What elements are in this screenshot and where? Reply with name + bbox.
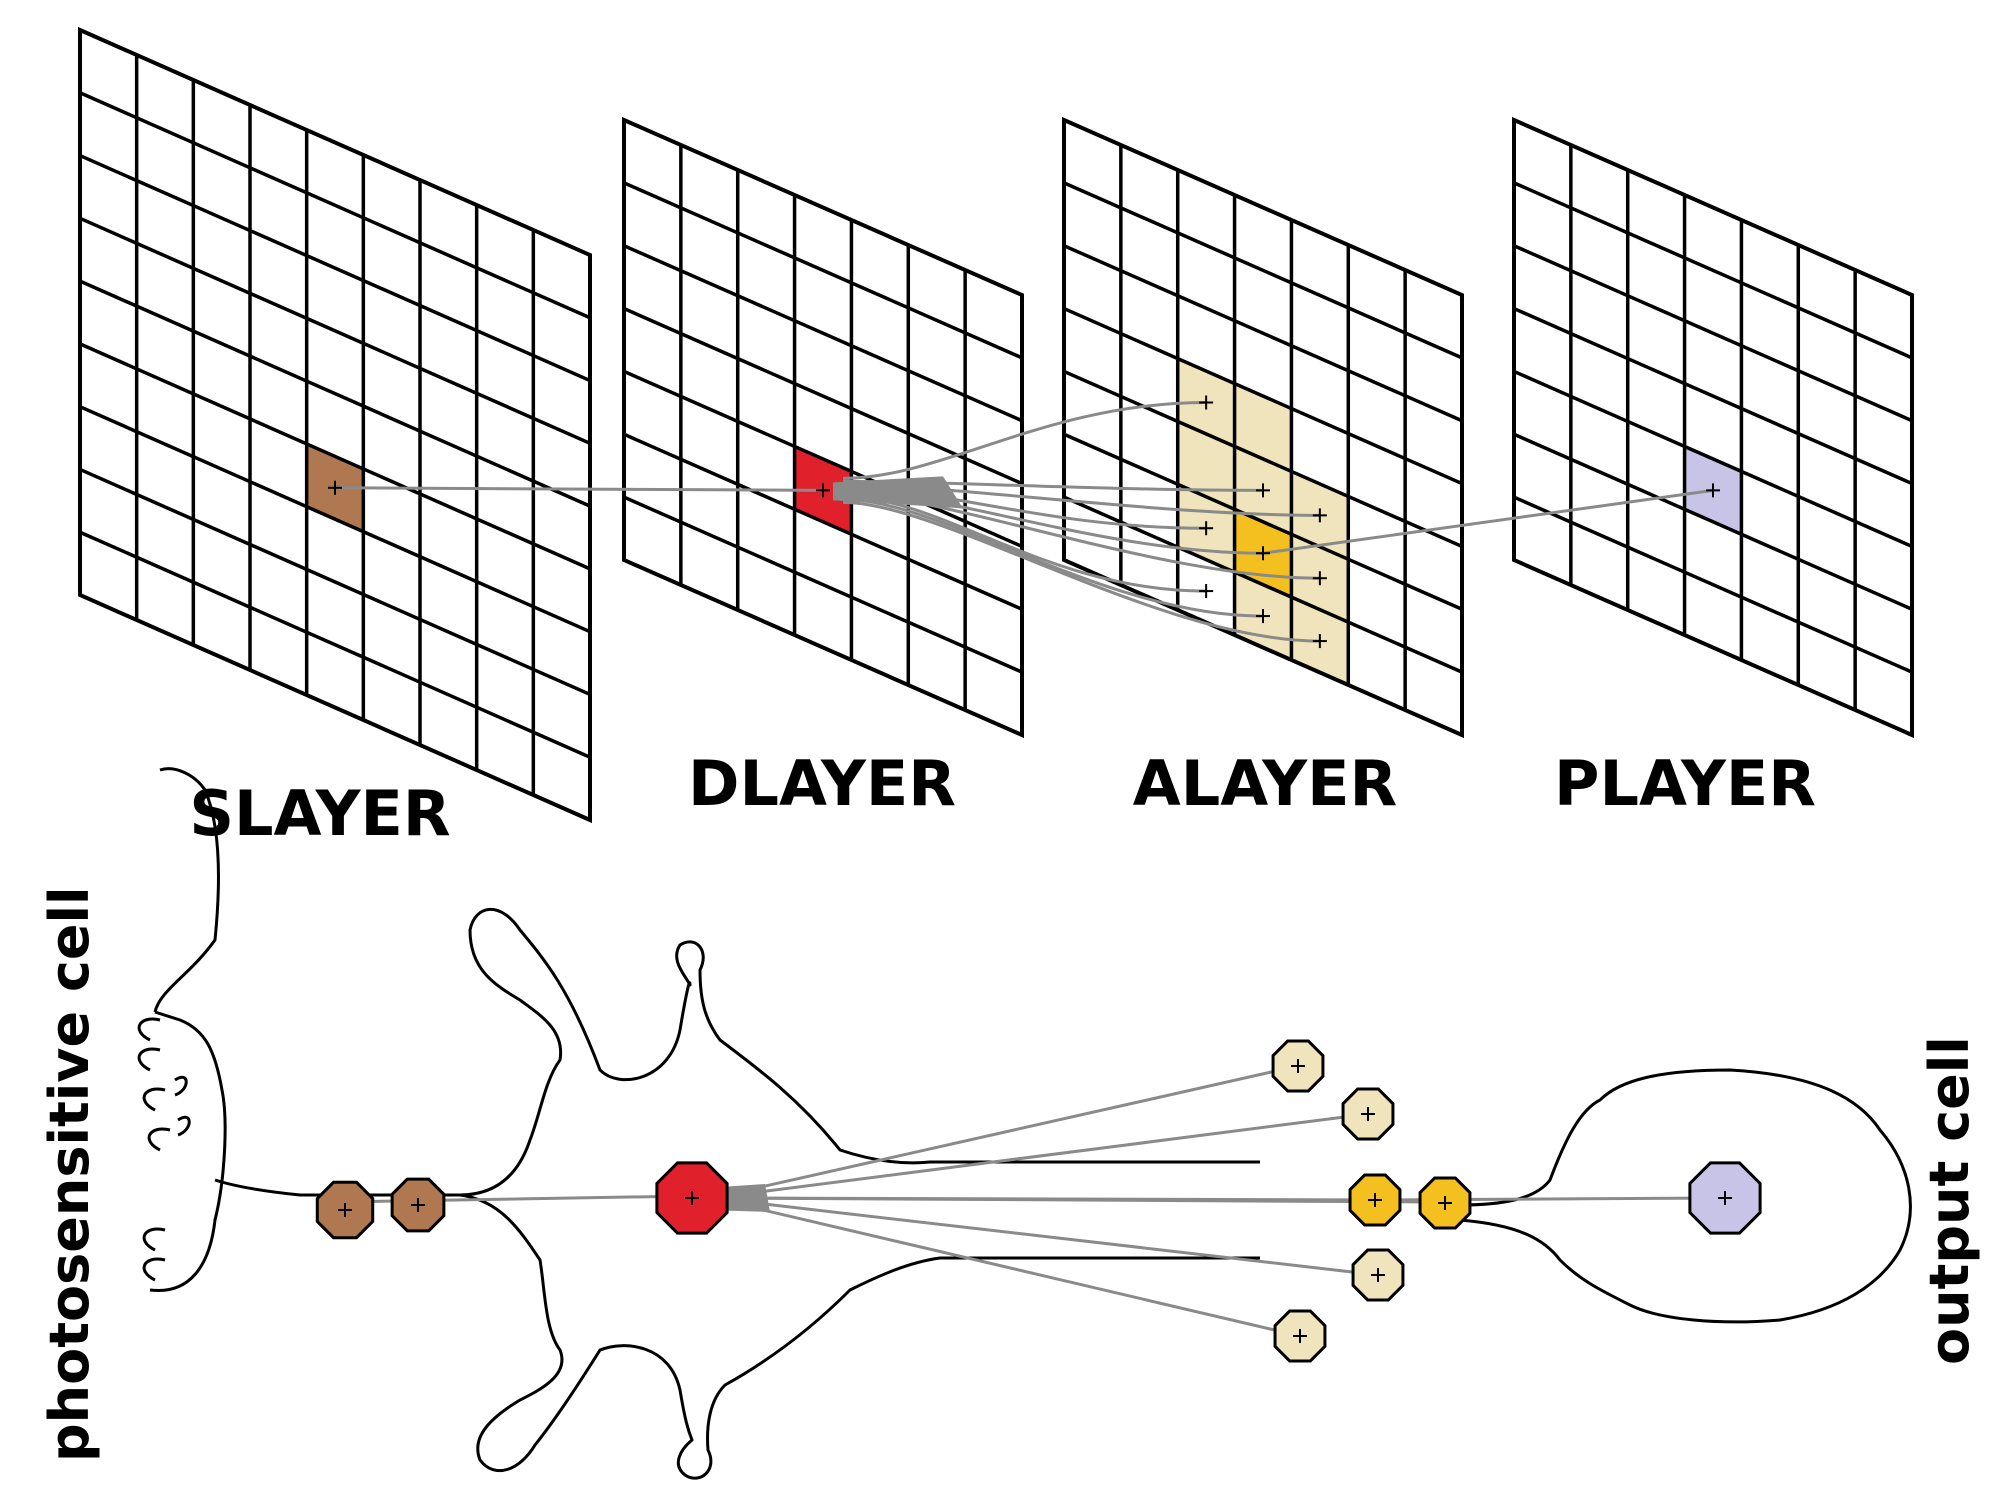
player-hline	[1513, 306, 1913, 486]
slayer-hline	[79, 530, 591, 759]
player-hline	[1513, 495, 1913, 674]
d-to-a-wire	[842, 500, 1320, 643]
top-connection-overlay	[328, 395, 1720, 649]
player-hline	[1513, 244, 1913, 423]
slayer-grid	[78, 26, 592, 824]
alayer-grid	[1062, 116, 1464, 739]
photosensitive-cell-body	[149, 767, 460, 1293]
d-to-a-fiber	[711, 1196, 1379, 1277]
slayer-hline	[79, 91, 591, 320]
dlayer-hline	[623, 181, 1023, 360]
cell-chain-diagram	[137, 767, 1912, 1480]
player-hline	[1513, 432, 1913, 611]
slayer-label: SLAYER	[189, 777, 450, 850]
slayer-hline	[79, 467, 591, 697]
slayer-hline	[79, 342, 591, 571]
alayer-hline	[1063, 306, 1463, 486]
d-to-a-wire	[842, 497, 1264, 618]
d-to-a-fiber	[711, 1196, 1301, 1338]
alayer-hline	[1063, 432, 1463, 611]
photosensitive-cell-receptors	[137, 1017, 191, 1282]
alayer-hline	[1063, 369, 1463, 549]
dlayer-hline	[623, 432, 1023, 611]
photosensitive-cell-label: photosensitive cell	[38, 886, 101, 1462]
d-to-a-fiber	[711, 1112, 1369, 1200]
player-label: PLAYER	[1554, 747, 1816, 820]
s-to-d-wire	[334, 486, 824, 492]
player-hline	[1513, 369, 1913, 549]
alayer-hline	[1063, 244, 1463, 423]
slayer-hline	[79, 216, 591, 445]
d-axon-bundle	[833, 476, 963, 509]
dlayer-label: DLAYER	[688, 747, 956, 820]
player-hline	[1513, 181, 1913, 360]
dlayer-frame	[622, 116, 1024, 739]
d-to-a-fiber	[711, 1196, 1441, 1204]
slayer-hline	[79, 279, 591, 508]
d-cell-body	[459, 907, 1260, 1480]
dlayer-hline	[623, 369, 1023, 549]
bottom-cell-nodes	[315, 1039, 1762, 1363]
output-cell-body	[1459, 1068, 1912, 1324]
dlayer-hline	[623, 495, 1023, 674]
slayer-hline	[79, 153, 591, 383]
alayer-hline	[1063, 181, 1463, 360]
alayer-frame	[1062, 116, 1464, 739]
d-to-a-wire	[842, 401, 1207, 480]
a-to-p-wire	[1262, 488, 1714, 555]
alayer-receptive-cell	[1177, 421, 1235, 510]
slayer-frame	[78, 26, 592, 824]
dlayer-hline	[623, 244, 1023, 423]
d-to-a-fiber	[711, 1064, 1299, 1200]
bottom-connection-wires	[339, 1064, 1726, 1338]
alayer-label: ALAYER	[1133, 747, 1398, 820]
output-cell-label: output cell	[1918, 1036, 1981, 1365]
player-frame	[1512, 116, 1914, 739]
alayer-receptive-cell	[1234, 383, 1292, 472]
slayer-hline	[79, 405, 591, 634]
dlayer-grid	[622, 116, 1024, 739]
player-grid	[1512, 116, 1914, 739]
